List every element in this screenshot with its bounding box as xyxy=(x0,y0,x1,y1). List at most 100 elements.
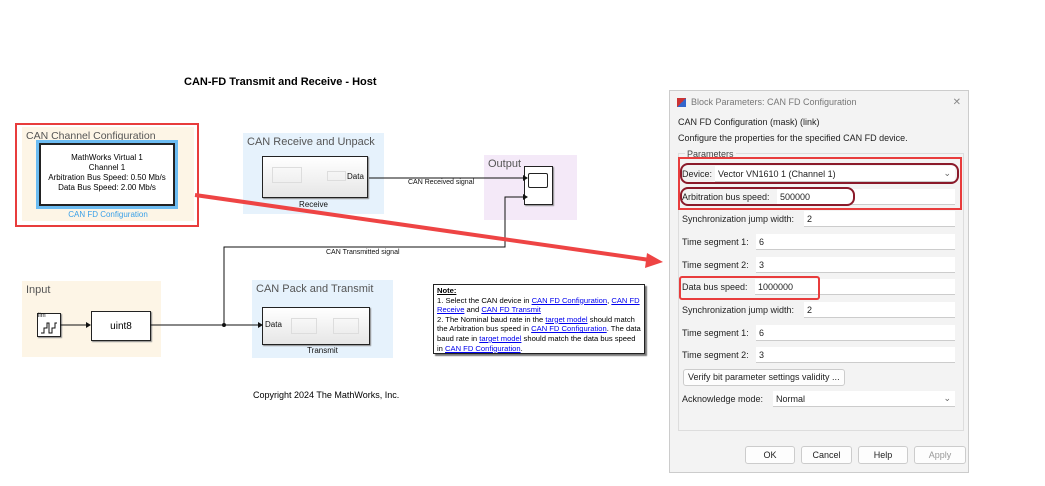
ack-value: Normal xyxy=(776,393,806,404)
ack-mode-dropdown[interactable]: Normal ⌄ xyxy=(773,391,955,407)
verify-button[interactable]: Verify bit parameter settings validity .… xyxy=(683,369,845,386)
link-can-fd-configuration[interactable]: CAN FD Configuration xyxy=(445,343,521,353)
receive-area-title: CAN Receive and Unpack xyxy=(247,136,375,148)
data-speed-value: 1000000 xyxy=(758,281,794,292)
config-highlight xyxy=(15,123,199,227)
note-text: , xyxy=(607,295,612,305)
transmit-area-title: CAN Pack and Transmit xyxy=(256,283,374,295)
ts2a-input[interactable]: 3 xyxy=(756,257,955,273)
ts2b-value: 3 xyxy=(759,349,765,360)
input-area: Input lim uint8 xyxy=(22,281,161,357)
note-text: . The data baud rate in xyxy=(437,324,641,343)
config-block-name: CAN FD Configuration xyxy=(68,210,148,219)
data-speed-input[interactable]: 1000000 xyxy=(755,279,955,295)
config-area-title: CAN Channel Configuration xyxy=(26,130,156,142)
close-icon[interactable]: ✕ xyxy=(952,96,961,108)
config-line: Arbitration Bus Speed: 0.50 Mb/s xyxy=(48,173,166,182)
chevron-down-icon: ⌄ xyxy=(943,168,951,178)
device-row: Device: xyxy=(682,165,712,182)
can-fd-configuration-block[interactable]: MathWorks Virtual 1 Channel 1 Arbitratio… xyxy=(36,140,178,209)
ts2b-label: Time segment 2: xyxy=(682,349,749,360)
ts1b-value: 6 xyxy=(759,327,765,338)
input-area-title: Input xyxy=(26,284,51,296)
help-button[interactable]: Help xyxy=(858,446,908,464)
note-box: Note: 1. Select the CAN device in CAN FD… xyxy=(433,284,645,354)
sjw2-input[interactable]: 2 xyxy=(804,302,955,318)
chevron-down-icon: ⌄ xyxy=(943,393,951,403)
ok-button[interactable]: OK xyxy=(745,446,795,464)
link-can-fd-configuration[interactable]: CAN FD Configuration xyxy=(531,295,608,305)
scope-icon xyxy=(528,173,548,188)
sjw2-label: Synchronization jump width: xyxy=(682,304,795,315)
copyright: Copyright 2024 The MathWorks, Inc. xyxy=(253,390,400,400)
dialog-description: Configure the properties for the specifi… xyxy=(678,133,908,143)
config-line: MathWorks Virtual 1 xyxy=(71,153,143,162)
note-text: and xyxy=(464,305,482,315)
note-text: should match the Arbitration bus speed i… xyxy=(437,314,635,334)
config-line: Data Bus Speed: 2.00 Mb/s xyxy=(58,183,156,192)
ts2b-input[interactable]: 3 xyxy=(756,347,955,363)
ts1a-value: 6 xyxy=(759,236,765,247)
device-label: Device: xyxy=(682,168,713,179)
source-block[interactable]: lim xyxy=(37,313,61,337)
arb-label: Arbitration bus speed: xyxy=(682,191,770,202)
convert-label: uint8 xyxy=(110,320,132,332)
link-can-fd-configuration[interactable]: CAN FD Configuration xyxy=(531,324,607,334)
cancel-button[interactable]: Cancel xyxy=(801,446,852,464)
received-signal-label: CAN Received signal xyxy=(408,179,475,186)
data-speed-highlight xyxy=(679,276,820,300)
sjw2-value: 2 xyxy=(807,304,813,315)
device-arb-highlight xyxy=(678,157,962,210)
ack-label: Acknowledge mode: xyxy=(682,393,764,404)
model-title: CAN-FD Transmit and Receive - Host xyxy=(184,76,377,88)
transmit-block-name: Transmit xyxy=(307,346,338,355)
ts1b-label: Time segment 1: xyxy=(682,327,749,338)
transmit-block[interactable]: Data xyxy=(262,307,370,345)
dialog-title: Block Parameters: CAN FD Configuration xyxy=(691,97,857,107)
parameters-group: Parameters xyxy=(678,149,964,431)
data-speed-label: Data bus speed: xyxy=(682,281,748,292)
note-text: 1. Select the CAN device in xyxy=(437,295,532,305)
arb-row: Arbitration bus speed: xyxy=(682,188,770,205)
arb-speed-input[interactable]: 500000 xyxy=(777,189,955,205)
simulink-icon xyxy=(677,97,686,107)
ts2a-label: Time segment 2: xyxy=(682,259,749,270)
sjw1-value: 2 xyxy=(807,213,813,224)
transmitted-signal-label: CAN Transmitted signal xyxy=(326,249,400,256)
arb-value: 500000 xyxy=(780,191,811,202)
ts1a-label: Time segment 1: xyxy=(682,236,749,247)
device-value: Vector VN1610 1 (Channel 1) xyxy=(718,168,836,179)
ts1b-input[interactable]: 6 xyxy=(756,325,955,341)
output-area-title: Output xyxy=(488,158,522,170)
source-label: lim xyxy=(38,313,46,319)
ts1a-input[interactable]: 6 xyxy=(756,234,955,250)
receive-port-data: Data xyxy=(347,172,364,181)
note-item-1: 1. Select the CAN device in CAN FD Confi… xyxy=(437,296,641,315)
arb-highlight xyxy=(680,187,855,206)
config-line: Channel 1 xyxy=(88,163,126,172)
config-area: CAN Channel Configuration MathWorks Virt… xyxy=(22,127,194,221)
note-heading: Note: xyxy=(437,286,457,295)
transmit-area: CAN Pack and Transmit Data Transmit xyxy=(252,280,393,358)
transmit-port-data: Data xyxy=(265,320,282,329)
device-highlight xyxy=(680,163,959,184)
link-can-fd-receive[interactable]: CAN FD Receive xyxy=(437,295,640,315)
parameters-group-label: Parameters xyxy=(685,149,736,159)
sjw1-input[interactable]: 2 xyxy=(804,211,955,227)
ts2a-value: 3 xyxy=(759,259,765,270)
link-target-model[interactable]: target model xyxy=(545,314,588,324)
dialog-title-bar[interactable]: Block Parameters: CAN FD Configuration ✕ xyxy=(670,91,968,113)
dialog-subtitle: CAN FD Configuration (mask) (link) xyxy=(678,117,820,127)
receive-block[interactable]: Data xyxy=(262,156,368,198)
device-dropdown[interactable]: Vector VN1610 1 (Channel 1) ⌄ xyxy=(715,166,955,182)
link-target-model[interactable]: target model xyxy=(479,333,522,343)
link-can-fd-transmit[interactable]: CAN FD Transmit xyxy=(481,305,541,315)
note-text: 2. The Nominal baud rate in the xyxy=(437,314,546,324)
staircase-icon xyxy=(41,322,57,334)
note-text: . xyxy=(520,343,523,353)
note-item-2: 2. The Nominal baud rate in the target m… xyxy=(437,315,641,353)
note-text: should match the data bus speed in xyxy=(437,333,636,353)
sjw1-label: Synchronization jump width: xyxy=(682,213,795,224)
apply-button[interactable]: Apply xyxy=(914,446,966,464)
uint8-convert-block[interactable]: uint8 xyxy=(91,311,151,341)
